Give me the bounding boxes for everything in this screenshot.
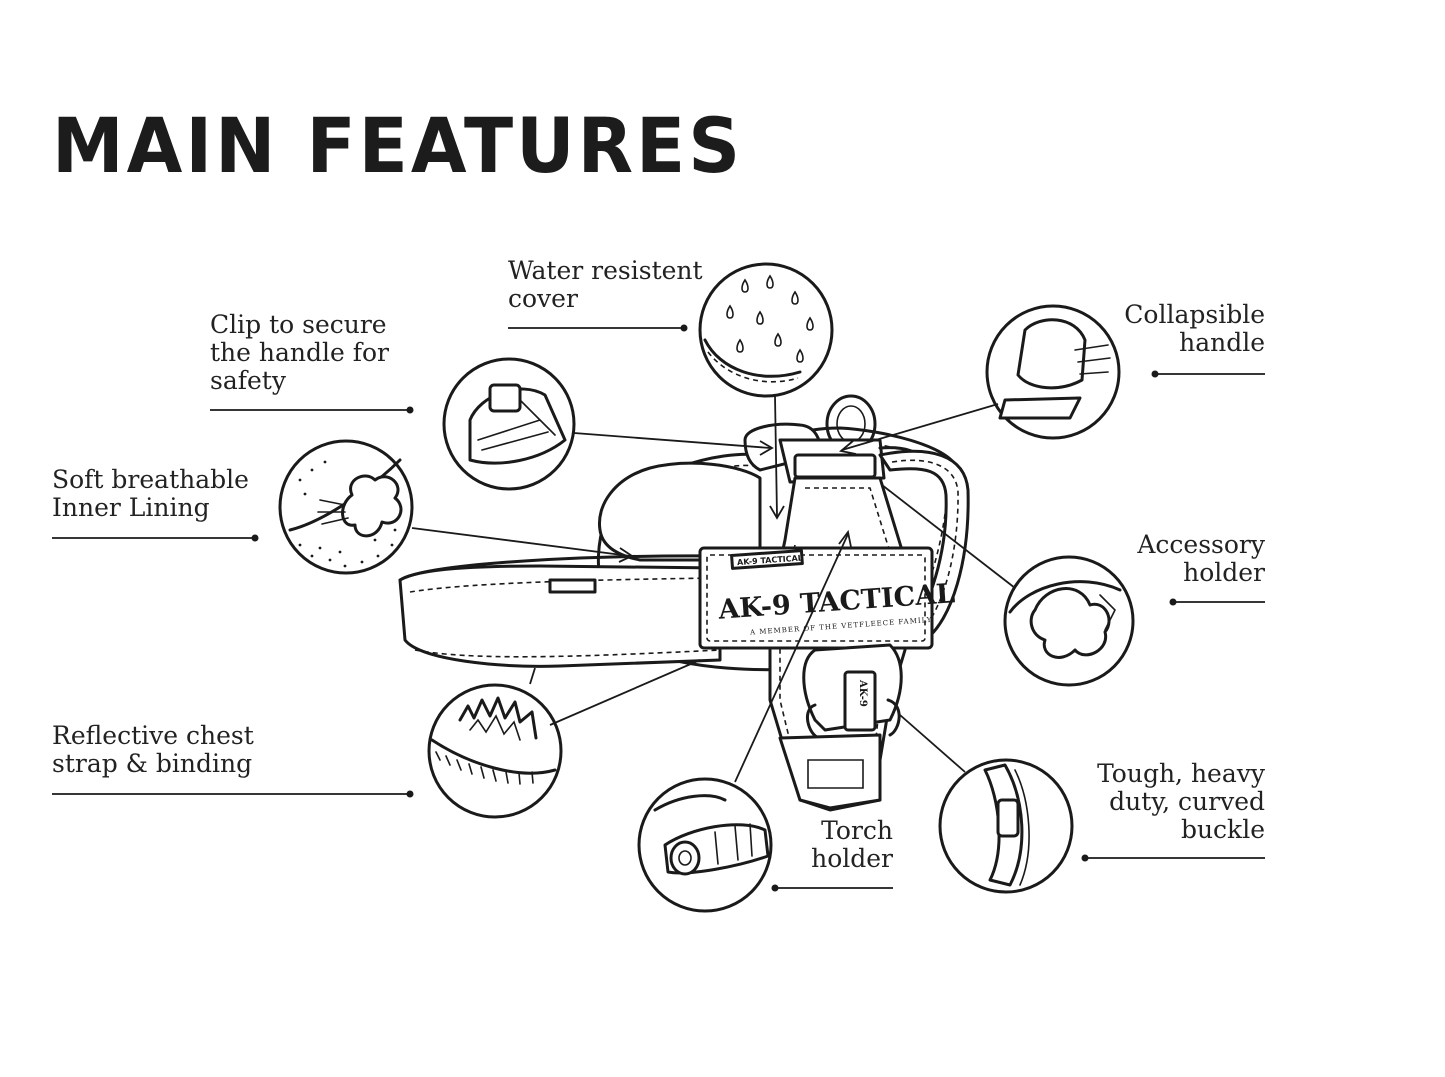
- torch-icon: [639, 779, 771, 911]
- feature-label-handle: Collapsible handle: [1065, 301, 1265, 357]
- label-line: duty, curved: [1109, 787, 1265, 816]
- chest-strap: [400, 566, 720, 666]
- lining-icon: [280, 441, 412, 573]
- handle-icon: [987, 306, 1119, 438]
- feature-label-torch: Torch holder: [773, 817, 893, 873]
- label-line: Soft breathable: [52, 465, 249, 494]
- feature-label-accessory: Accessory holder: [1065, 531, 1265, 587]
- label-line: holder: [1183, 558, 1265, 587]
- label-line: safety: [210, 366, 286, 395]
- pointer-arrows: [412, 396, 1015, 782]
- label-line: Collapsible: [1124, 300, 1265, 329]
- label-line: Clip to secure: [210, 310, 387, 339]
- label-line: Tough, heavy: [1097, 759, 1265, 788]
- feature-label-reflective: Reflective chest strap & binding: [52, 722, 254, 778]
- ak9-label: AK-9 TACTICAL A MEMBER OF THE VETFLEECE …: [700, 548, 956, 648]
- label-line: Water resistent: [508, 256, 703, 285]
- label-line: holder: [811, 844, 893, 873]
- leader-lines: [52, 324, 1265, 892]
- feature-label-lining: Soft breathable Inner Lining: [52, 466, 249, 522]
- feature-label-water: Water resistent cover: [508, 257, 703, 313]
- accessory-icon: [1005, 557, 1133, 685]
- harness-illustration: AK-9 TACTICAL A MEMBER OF THE VETFLEECE …: [400, 396, 968, 810]
- water-drops-icon: [700, 264, 832, 396]
- feature-label-buckle: Tough, heavy duty, curved buckle: [1045, 760, 1265, 844]
- buckle-tag-text: AK-9: [857, 679, 868, 707]
- label-line: Torch: [821, 816, 893, 845]
- label-line: Inner Lining: [52, 493, 210, 522]
- feature-label-clip: Clip to secure the handle for safety: [210, 311, 389, 395]
- label-line: the handle for: [210, 338, 389, 367]
- label-line: Reflective chest: [52, 721, 254, 750]
- buckle-icon: [940, 760, 1072, 892]
- clip-icon: [444, 359, 574, 489]
- reflective-icon: [429, 685, 561, 817]
- label-line: cover: [508, 284, 578, 313]
- label-line: buckle: [1180, 815, 1265, 844]
- label-line: strap & binding: [52, 749, 253, 778]
- label-line: Accessory: [1137, 530, 1265, 559]
- page-title: MAIN FEATURES: [52, 101, 744, 190]
- label-line: handle: [1179, 328, 1265, 357]
